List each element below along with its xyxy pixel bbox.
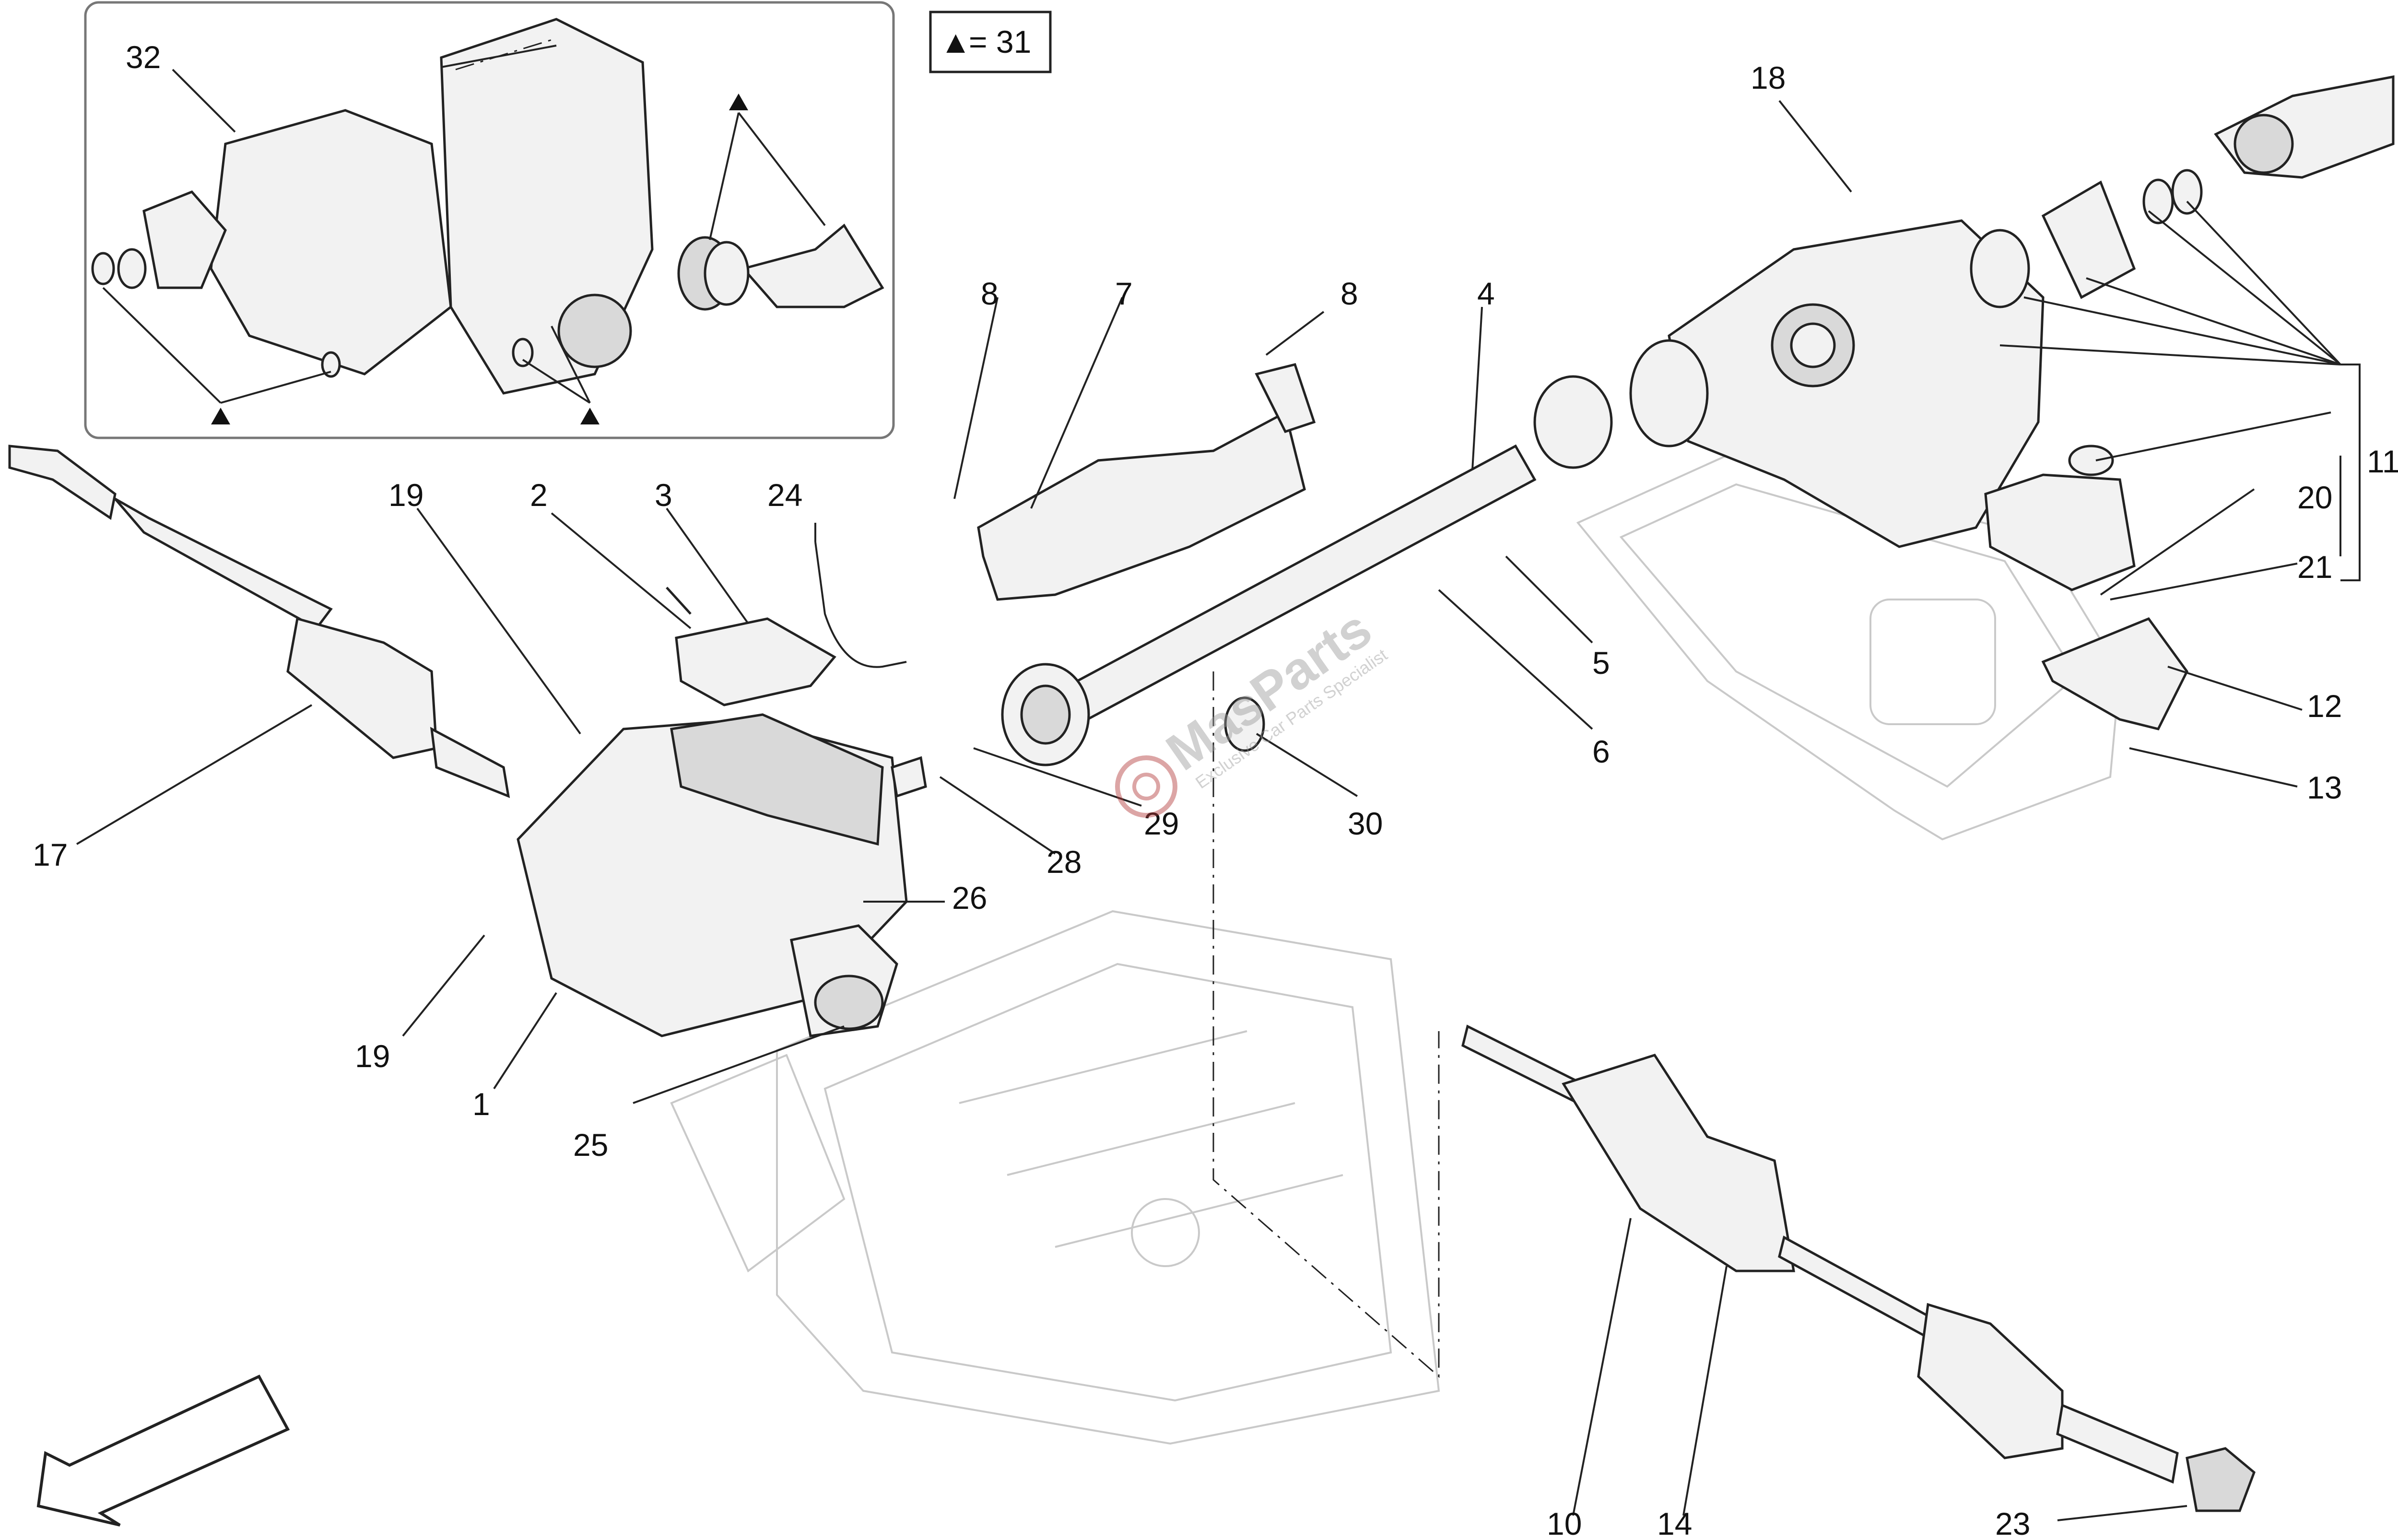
callout-30: 30 [1348, 806, 1383, 841]
callout-7: 7 [1115, 276, 1133, 311]
direction-arrow-icon [36, 1375, 290, 1527]
callout-labels: 32 17 19 2 3 24 19 1 25 26 28 29 30 8 7 … [33, 39, 2398, 1540]
legend: ▲ = 31 [929, 11, 1052, 73]
callout-13: 13 [2307, 770, 2342, 805]
propeller-shaft [1001, 375, 1613, 766]
inset-transfer-case [91, 18, 884, 395]
callout-5: 5 [1592, 645, 1610, 681]
legend-symbol: ▲ [940, 24, 971, 59]
oil-sump-ghost [670, 910, 1440, 1445]
rear-coupling [2214, 75, 2395, 179]
inset-markers [102, 69, 826, 424]
inset-detail-box [84, 1, 895, 439]
callout-14: 14 [1657, 1506, 1692, 1538]
phantom-line-inset [455, 37, 557, 71]
callout-12: 12 [2307, 688, 2342, 724]
heat-shield [977, 363, 1316, 601]
triangle-marker-icon [729, 94, 748, 110]
phantom-line [1212, 671, 1440, 1378]
transfer-case [1629, 169, 2203, 548]
callout-20: 20 [2297, 480, 2332, 515]
triangle-marker-icon [211, 408, 230, 424]
callout-11: 11 [2367, 444, 2398, 479]
callout-32: 32 [126, 39, 161, 75]
leaders [76, 100, 2361, 1521]
callout-3: 3 [655, 477, 672, 513]
callout-29: 29 [1144, 806, 1179, 841]
callout-24: 24 [767, 477, 802, 513]
callout-10: 10 [1547, 1506, 1582, 1538]
right-drive-shaft [1461, 1024, 2256, 1512]
callout-19-bottom: 19 [355, 1038, 390, 1074]
mount-bracket [666, 587, 836, 706]
actuator-motor [1984, 445, 2136, 591]
callout-2: 2 [530, 477, 548, 513]
watermark-logo-icon [1115, 755, 1177, 818]
callout-28: 28 [1046, 844, 1081, 880]
callout-17: 17 [33, 837, 68, 872]
callout-23: 23 [1995, 1506, 2030, 1538]
mount-plate [2041, 617, 2188, 730]
callout-8-right: 8 [1340, 276, 1358, 311]
callout-19-top: 19 [388, 477, 423, 513]
callout-21: 21 [2297, 549, 2332, 585]
callout-6: 6 [1592, 734, 1610, 769]
callout-26: 26 [952, 880, 987, 916]
callout-4: 4 [1477, 276, 1495, 311]
triangle-marker-icon [580, 408, 600, 424]
callout-8-left: 8 [981, 276, 999, 311]
front-differential [517, 713, 927, 1037]
callout-1: 1 [472, 1086, 490, 1122]
callout-18: 18 [1751, 60, 1786, 95]
legend-text: = 31 [969, 24, 1031, 59]
left-drive-shaft [8, 445, 510, 798]
breather-pipe [814, 541, 907, 668]
callout-25: 25 [573, 1127, 608, 1163]
